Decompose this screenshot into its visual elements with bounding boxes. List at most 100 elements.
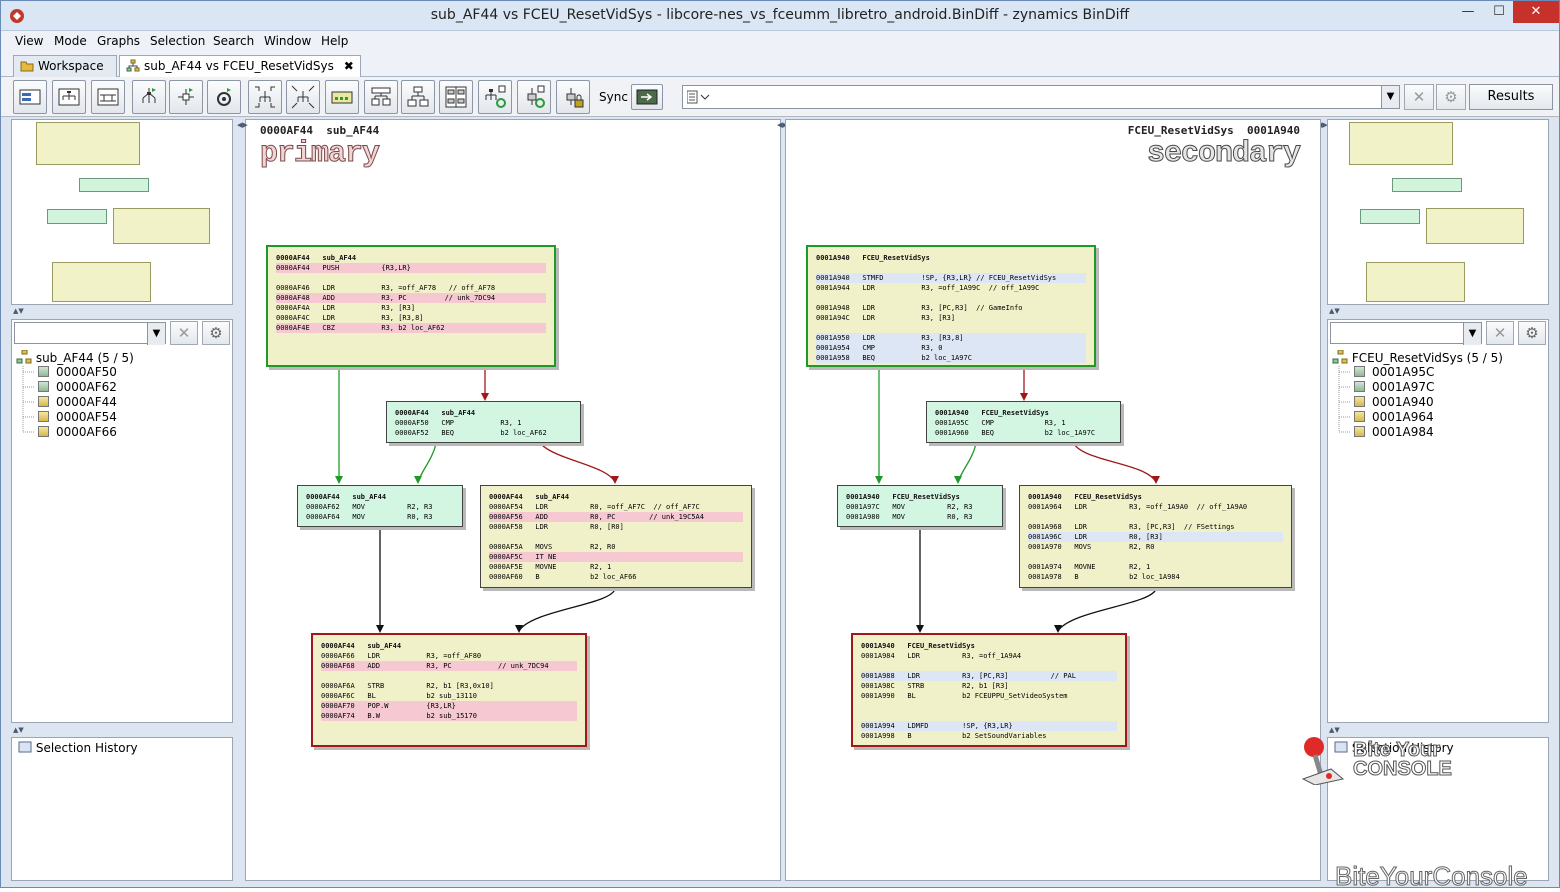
- matched-block-icon: [1354, 366, 1365, 377]
- primary-tree-root[interactable]: sub_AF44 (5 / 5): [16, 349, 134, 365]
- menu-view[interactable]: View: [15, 34, 44, 48]
- split-view-button[interactable]: [439, 80, 473, 114]
- tab-workspace[interactable]: Workspace: [13, 55, 117, 77]
- graph-settings-button[interactable]: [364, 80, 398, 114]
- primary-tree-item[interactable]: 0000AF44: [38, 395, 117, 409]
- graph-layout-icon: [371, 87, 391, 106]
- menu-mode[interactable]: Mode: [54, 34, 87, 48]
- zoom-out-fit-button[interactable]: [286, 80, 320, 114]
- collapse-handle[interactable]: ▲▼: [1329, 726, 1340, 734]
- secondary-tree-item[interactable]: 0001A97C: [1354, 380, 1434, 394]
- collapse-handle[interactable]: ▲▼: [13, 726, 24, 734]
- tab-diff-view[interactable]: sub_AF44 vs FCEU_ResetVidSys ✖: [119, 55, 361, 77]
- zoom-to-selection-button[interactable]: [169, 80, 203, 114]
- search-settings-button[interactable]: ⚙: [1436, 84, 1466, 110]
- primary-overview-minimap[interactable]: [11, 119, 233, 305]
- matched-block-icon: [38, 381, 49, 392]
- menu-bar: View Mode Graphs Selection Search Window…: [1, 31, 1559, 53]
- secondary-tree-item[interactable]: 0001A95C: [1354, 365, 1434, 379]
- secondary-tree-item[interactable]: 0001A984: [1354, 425, 1434, 439]
- minimize-button[interactable]: —: [1461, 4, 1475, 19]
- maximize-button[interactable]: ☐: [1493, 4, 1505, 19]
- secondary-tree-root[interactable]: FCEU_ResetVidSys (5 / 5): [1332, 349, 1503, 365]
- search-combo[interactable]: ▼: [682, 85, 1400, 109]
- minimap-node: [1349, 122, 1453, 165]
- minimap-node: [113, 208, 210, 244]
- secondary-tree-item[interactable]: 0001A964: [1354, 410, 1434, 424]
- select-unmatched-button[interactable]: [517, 80, 551, 114]
- menu-search[interactable]: Search: [213, 34, 255, 48]
- primary-filter-settings-button[interactable]: ⚙: [202, 321, 230, 345]
- primary-tree-item[interactable]: 0000AF54: [38, 410, 117, 424]
- secondary-filter-arrow[interactable]: ▼: [1463, 323, 1481, 345]
- orthogonal-layout-button[interactable]: [91, 80, 125, 114]
- primary-tree-item[interactable]: 0000AF66: [38, 425, 117, 439]
- minimap-node: [79, 178, 149, 192]
- primary-tree-item[interactable]: 0000AF50: [38, 365, 117, 379]
- lock-selection-button[interactable]: [556, 80, 590, 114]
- primary-label: primary: [259, 137, 380, 172]
- search-dropdown-arrow[interactable]: ▼: [1381, 86, 1399, 108]
- hierarchic-layout-button[interactable]: [52, 80, 86, 114]
- secondary-filter-combo[interactable]: ▼: [1330, 322, 1482, 345]
- center-splitter-handle[interactable]: ◀▶: [777, 121, 788, 129]
- tab-close-icon[interactable]: ✖: [343, 59, 354, 73]
- lock-icon: [566, 88, 584, 108]
- primary-filter-combo[interactable]: ▼: [14, 322, 166, 345]
- selection-history-root[interactable]: Selection History: [1334, 741, 1454, 755]
- circular-layout-button[interactable]: [132, 80, 166, 114]
- select-matched-button[interactable]: [478, 80, 512, 114]
- menu-selection[interactable]: Selection: [150, 34, 206, 48]
- toggle-overview-button[interactable]: [13, 80, 47, 114]
- bindiff-app-icon: [10, 9, 24, 23]
- left-splitter-handle[interactable]: ◀▶: [237, 121, 248, 129]
- changed-block-icon: [1354, 411, 1365, 422]
- watermark-text-1: Bite Your: [1352, 739, 1441, 761]
- title-bar[interactable]: sub_AF44 vs FCEU_ResetVidSys - libcore-n…: [1, 1, 1559, 31]
- secondary-tree-root-label: FCEU_ResetVidSys (5 / 5): [1351, 351, 1503, 365]
- collapse-handle[interactable]: ▲▼: [13, 307, 24, 315]
- zoom-fit-button[interactable]: [248, 80, 282, 114]
- secondary-graph-view[interactable]: FCEU_ResetVidSys 0001A940 secondary 0001…: [785, 119, 1321, 881]
- menu-window[interactable]: Window: [264, 34, 312, 48]
- toolbar: Sync: [1, 77, 1559, 117]
- secondary-overview-minimap[interactable]: [1327, 119, 1549, 305]
- primary-filter-clear-button[interactable]: ✕: [170, 321, 198, 345]
- minimap-node: [1426, 208, 1524, 244]
- matched-block-icon: [1354, 381, 1365, 392]
- secondary-node-0001A940[interactable]: 0001A940 FCEU_ResetVidSys 0001A940 STMFD…: [806, 245, 1096, 367]
- selection-history-root[interactable]: Selection History: [18, 741, 138, 755]
- menu-graphs[interactable]: Graphs: [97, 34, 141, 48]
- menu-help[interactable]: Help: [321, 34, 349, 48]
- sync-button[interactable]: [631, 84, 663, 110]
- primary-filter-arrow[interactable]: ▼: [147, 323, 165, 345]
- tree-view-button[interactable]: [401, 80, 435, 114]
- history-icon: [1334, 741, 1348, 753]
- right-splitter-handle[interactable]: ◀▶: [1317, 121, 1328, 129]
- minimap-node: [52, 262, 151, 302]
- center-view-button[interactable]: [207, 80, 241, 114]
- secondary-filter-clear-button[interactable]: ✕: [1486, 321, 1514, 345]
- primary-edges: [335, 367, 619, 633]
- results-button[interactable]: Results: [1469, 84, 1553, 110]
- orthogonal-layout-icon: [97, 88, 119, 106]
- proximity-browsing-button[interactable]: [325, 80, 359, 114]
- collapse-handle[interactable]: ▲▼: [1329, 307, 1340, 315]
- primary-tree-root-label: sub_AF44 (5 / 5): [35, 351, 134, 365]
- primary-graph-view[interactable]: 0000AF44 sub_AF44 primary 0000AF44 sub_A…: [245, 119, 781, 881]
- secondary-tree-item[interactable]: 0001A940: [1354, 395, 1434, 409]
- primary-tree-item[interactable]: 0000AF62: [38, 380, 117, 394]
- secondary-filter-settings-button[interactable]: ⚙: [1518, 321, 1546, 345]
- clear-search-button[interactable]: ✕: [1404, 84, 1434, 110]
- tab-workspace-label: Workspace: [38, 59, 104, 73]
- close-window-button[interactable]: ✕: [1513, 1, 1559, 23]
